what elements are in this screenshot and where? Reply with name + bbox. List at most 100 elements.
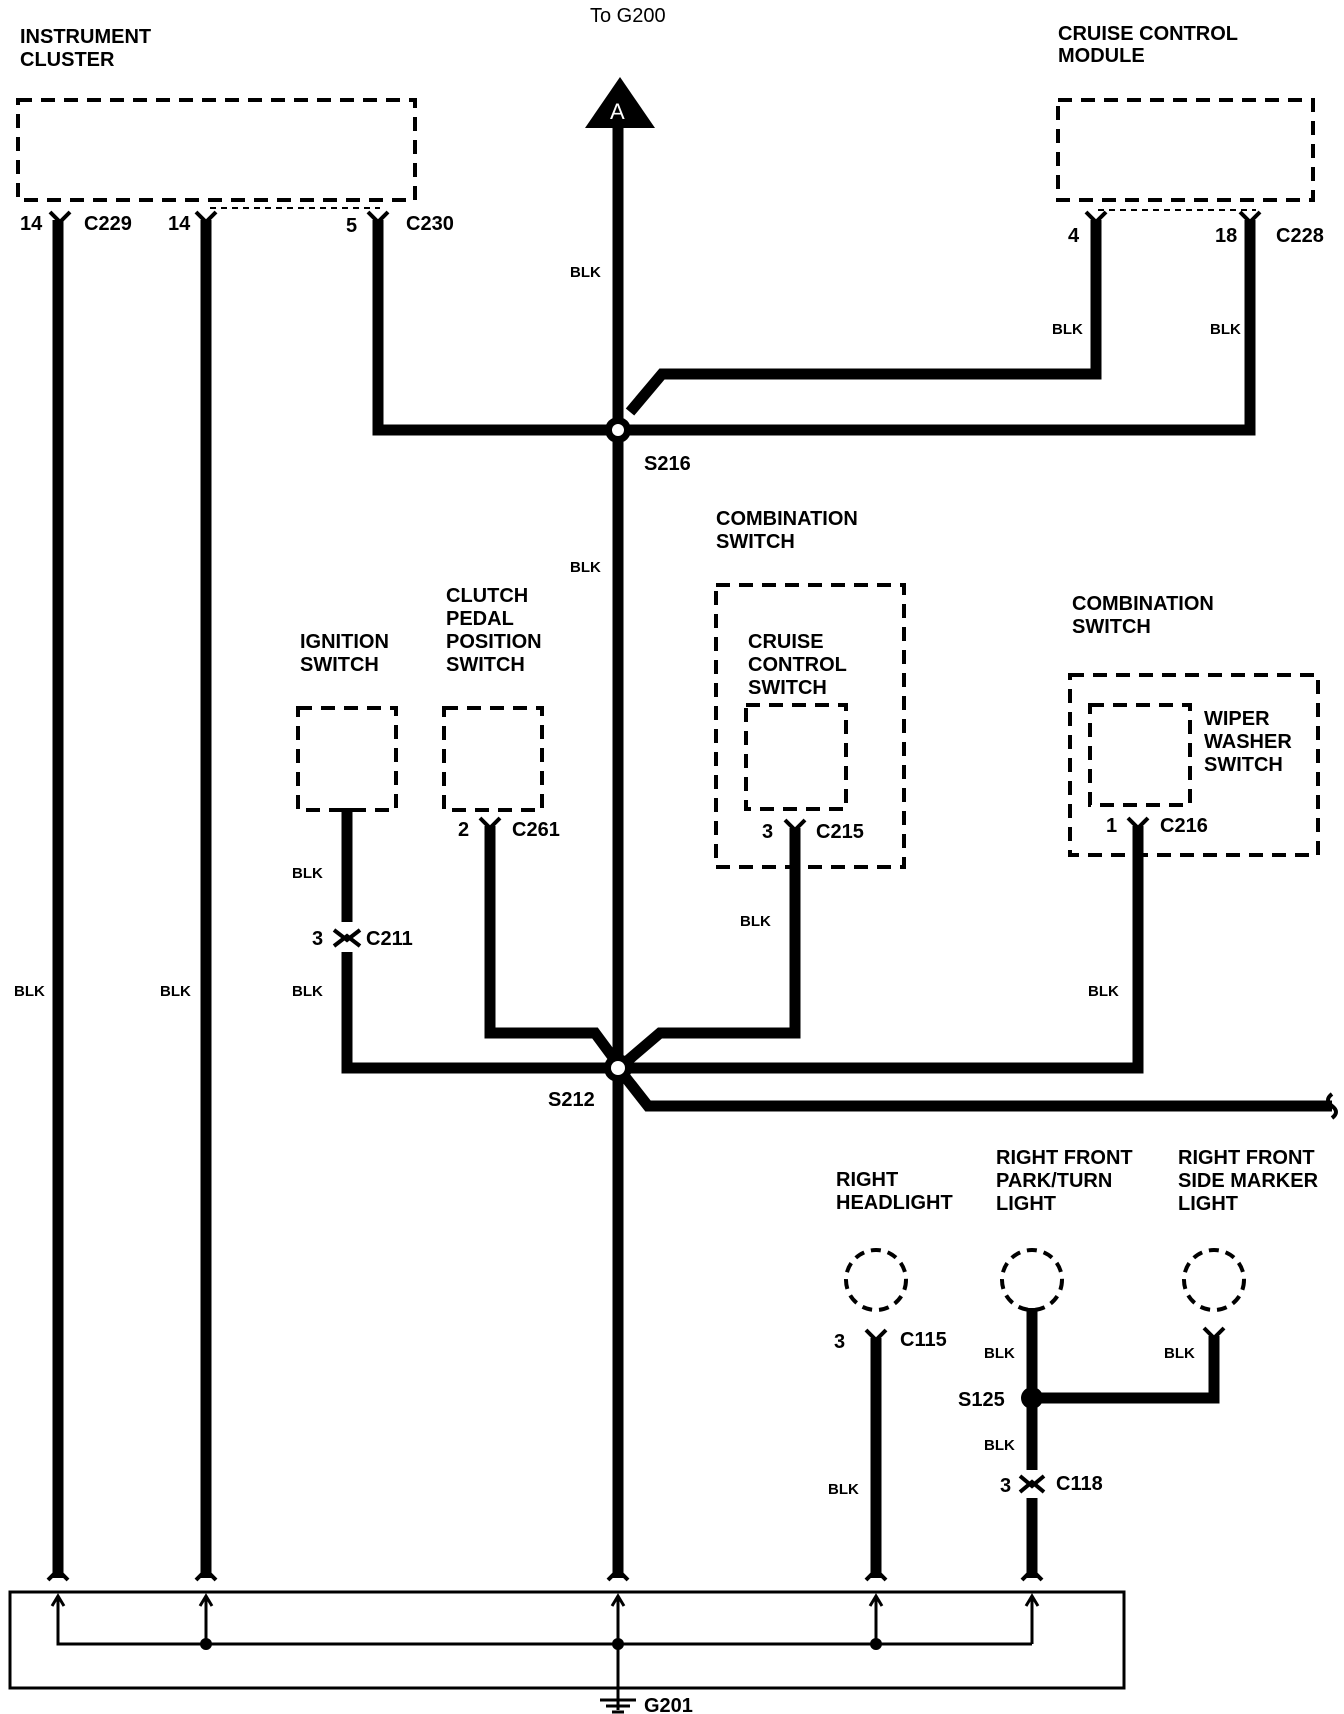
cruise-control-switch-label: CRUISE CONTROL SWITCH xyxy=(748,631,847,699)
wiper-washer-switch-label: WIPER WASHER SWITCH xyxy=(1204,708,1292,776)
c230-pin-14: 14 xyxy=(168,213,191,235)
wire-c216 xyxy=(618,826,1144,1074)
right-front-side-marker-light-label: RIGHT FRONT SIDE MARKER LIGHT xyxy=(1178,1147,1319,1215)
svg-text:PARK/TURN: PARK/TURN xyxy=(996,1170,1112,1192)
c228-label: C228 xyxy=(1276,225,1324,247)
ground-connector-icon-4 xyxy=(864,1567,888,1582)
svg-text:SWITCH: SWITCH xyxy=(446,654,525,676)
svg-text:RIGHT: RIGHT xyxy=(836,1169,898,1191)
svg-text:SWITCH: SWITCH xyxy=(300,654,379,676)
svg-text:LIGHT: LIGHT xyxy=(996,1193,1056,1215)
svg-text:PEDAL: PEDAL xyxy=(446,608,514,630)
svg-text:HEADLIGHT: HEADLIGHT xyxy=(836,1192,953,1214)
s212-label: S212 xyxy=(548,1089,595,1111)
combination-switch-1-box xyxy=(714,583,906,869)
svg-text:CONTROL: CONTROL xyxy=(748,654,847,676)
svg-text:BLK: BLK xyxy=(570,264,601,281)
ground-connector-icon-1 xyxy=(46,1567,70,1582)
svg-text:CLUTCH: CLUTCH xyxy=(446,585,528,607)
svg-text:RIGHT FRONT: RIGHT FRONT xyxy=(1178,1147,1315,1169)
svg-text:CRUISE: CRUISE xyxy=(748,631,824,653)
svg-text:POSITION: POSITION xyxy=(446,631,542,653)
c118-connector-icon-top xyxy=(1018,1474,1046,1489)
svg-text:BLK: BLK xyxy=(1210,321,1241,338)
c228-pin-4: 4 xyxy=(1068,225,1080,247)
svg-text:BLK: BLK xyxy=(292,983,323,1000)
wire-c228-18 xyxy=(618,220,1256,436)
c211-connector-icon-bottom xyxy=(332,933,362,948)
svg-text:CLUSTER: CLUSTER xyxy=(20,49,115,71)
svg-text:WIPER: WIPER xyxy=(1204,708,1270,730)
ground-bus xyxy=(50,1593,1040,1710)
svg-text:BLK: BLK xyxy=(984,1437,1015,1454)
arrow-a-label: A xyxy=(610,99,625,124)
right-front-park-turn-light-label: RIGHT FRONT PARK/TURN LIGHT xyxy=(996,1147,1133,1215)
combination-switch-1-label: COMBINATION SWITCH xyxy=(716,508,858,553)
svg-text:CRUISE CONTROL: CRUISE CONTROL xyxy=(1058,23,1238,45)
c261-label: C261 xyxy=(512,819,560,841)
c216-pin: 1 xyxy=(1106,815,1117,837)
to-g200-note: To G200 xyxy=(590,5,666,27)
c215-pin: 3 xyxy=(762,821,773,843)
svg-text:SWITCH: SWITCH xyxy=(748,677,827,699)
c216-label: C216 xyxy=(1160,815,1208,837)
svg-text:BLK: BLK xyxy=(14,983,45,1000)
ignition-switch-label: IGNITION SWITCH xyxy=(300,631,389,676)
svg-text:BLK: BLK xyxy=(1164,1345,1195,1362)
svg-text:BLK: BLK xyxy=(1052,321,1083,338)
svg-text:BLK: BLK xyxy=(828,1481,859,1498)
right-headlight-bulb-icon xyxy=(844,1248,908,1312)
c261-pin: 2 xyxy=(458,819,469,841)
c118-connector-icon-bottom xyxy=(1018,1479,1046,1494)
svg-text:WASHER: WASHER xyxy=(1204,731,1292,753)
svg-text:LIGHT: LIGHT xyxy=(1178,1193,1238,1215)
svg-text:RIGHT FRONT: RIGHT FRONT xyxy=(996,1147,1133,1169)
svg-text:IGNITION: IGNITION xyxy=(300,631,389,653)
ground-connector-icon-2 xyxy=(194,1567,218,1582)
cruise-control-switch-box xyxy=(744,703,848,811)
wire-s212-branch xyxy=(621,1074,1332,1112)
wire-c215 xyxy=(622,828,801,1067)
s216-label: S216 xyxy=(644,453,691,475)
clutch-pedal-position-switch-label: CLUTCH PEDAL POSITION SWITCH xyxy=(446,585,542,676)
c229-pin: 14 xyxy=(20,213,43,235)
ground-connector-icon-5 xyxy=(1020,1567,1044,1582)
instrument-cluster-box xyxy=(16,98,417,202)
ground-block-box xyxy=(8,1590,1126,1690)
c115-pin: 3 xyxy=(834,1331,845,1353)
svg-text:SIDE MARKER: SIDE MARKER xyxy=(1178,1170,1319,1192)
c118-label: C118 xyxy=(1056,1473,1103,1495)
svg-text:BLK: BLK xyxy=(292,865,323,882)
wire-side-marker xyxy=(1032,1336,1220,1404)
side-marker-bulb-icon xyxy=(1182,1248,1246,1312)
svg-text:INSTRUMENT: INSTRUMENT xyxy=(20,26,151,48)
park-turn-bulb-icon xyxy=(1000,1248,1064,1312)
c211-pin: 3 xyxy=(312,928,323,950)
wire-c261 xyxy=(484,826,617,1060)
c229-label: C229 xyxy=(84,213,132,235)
wiper-washer-switch-box xyxy=(1088,703,1192,807)
splice-s212-center xyxy=(611,1061,625,1075)
splice-s216-center xyxy=(612,424,624,436)
svg-text:BLK: BLK xyxy=(570,559,601,576)
combination-switch-2-label: COMBINATION SWITCH xyxy=(1072,593,1214,638)
wire-ignition-lower xyxy=(341,952,618,1074)
svg-text:BLK: BLK xyxy=(160,983,191,1000)
wire-c228-4 xyxy=(625,220,1102,416)
ignition-switch-box xyxy=(296,706,398,812)
ground-connector-icon-3 xyxy=(606,1567,630,1582)
svg-text:BLK: BLK xyxy=(740,913,771,930)
c230-label: C230 xyxy=(406,213,454,235)
instrument-cluster-label: INSTRUMENT CLUSTER xyxy=(20,26,151,71)
wire-color-labels: BLK BLK BLK BLK BLK BLK BLK BLK BLK BLK … xyxy=(14,264,1241,1498)
ground-symbol-icon xyxy=(600,1698,636,1714)
svg-text:SWITCH: SWITCH xyxy=(1072,616,1151,638)
right-headlight-label: RIGHT HEADLIGHT xyxy=(836,1169,953,1214)
c211-label: C211 xyxy=(366,928,413,950)
c115-label: C115 xyxy=(900,1329,947,1351)
svg-text:BLK: BLK xyxy=(1088,983,1119,1000)
cruise-control-module-label: CRUISE CONTROL MODULE xyxy=(1058,23,1238,67)
svg-text:MODULE: MODULE xyxy=(1058,45,1145,67)
svg-text:SWITCH: SWITCH xyxy=(716,531,795,553)
